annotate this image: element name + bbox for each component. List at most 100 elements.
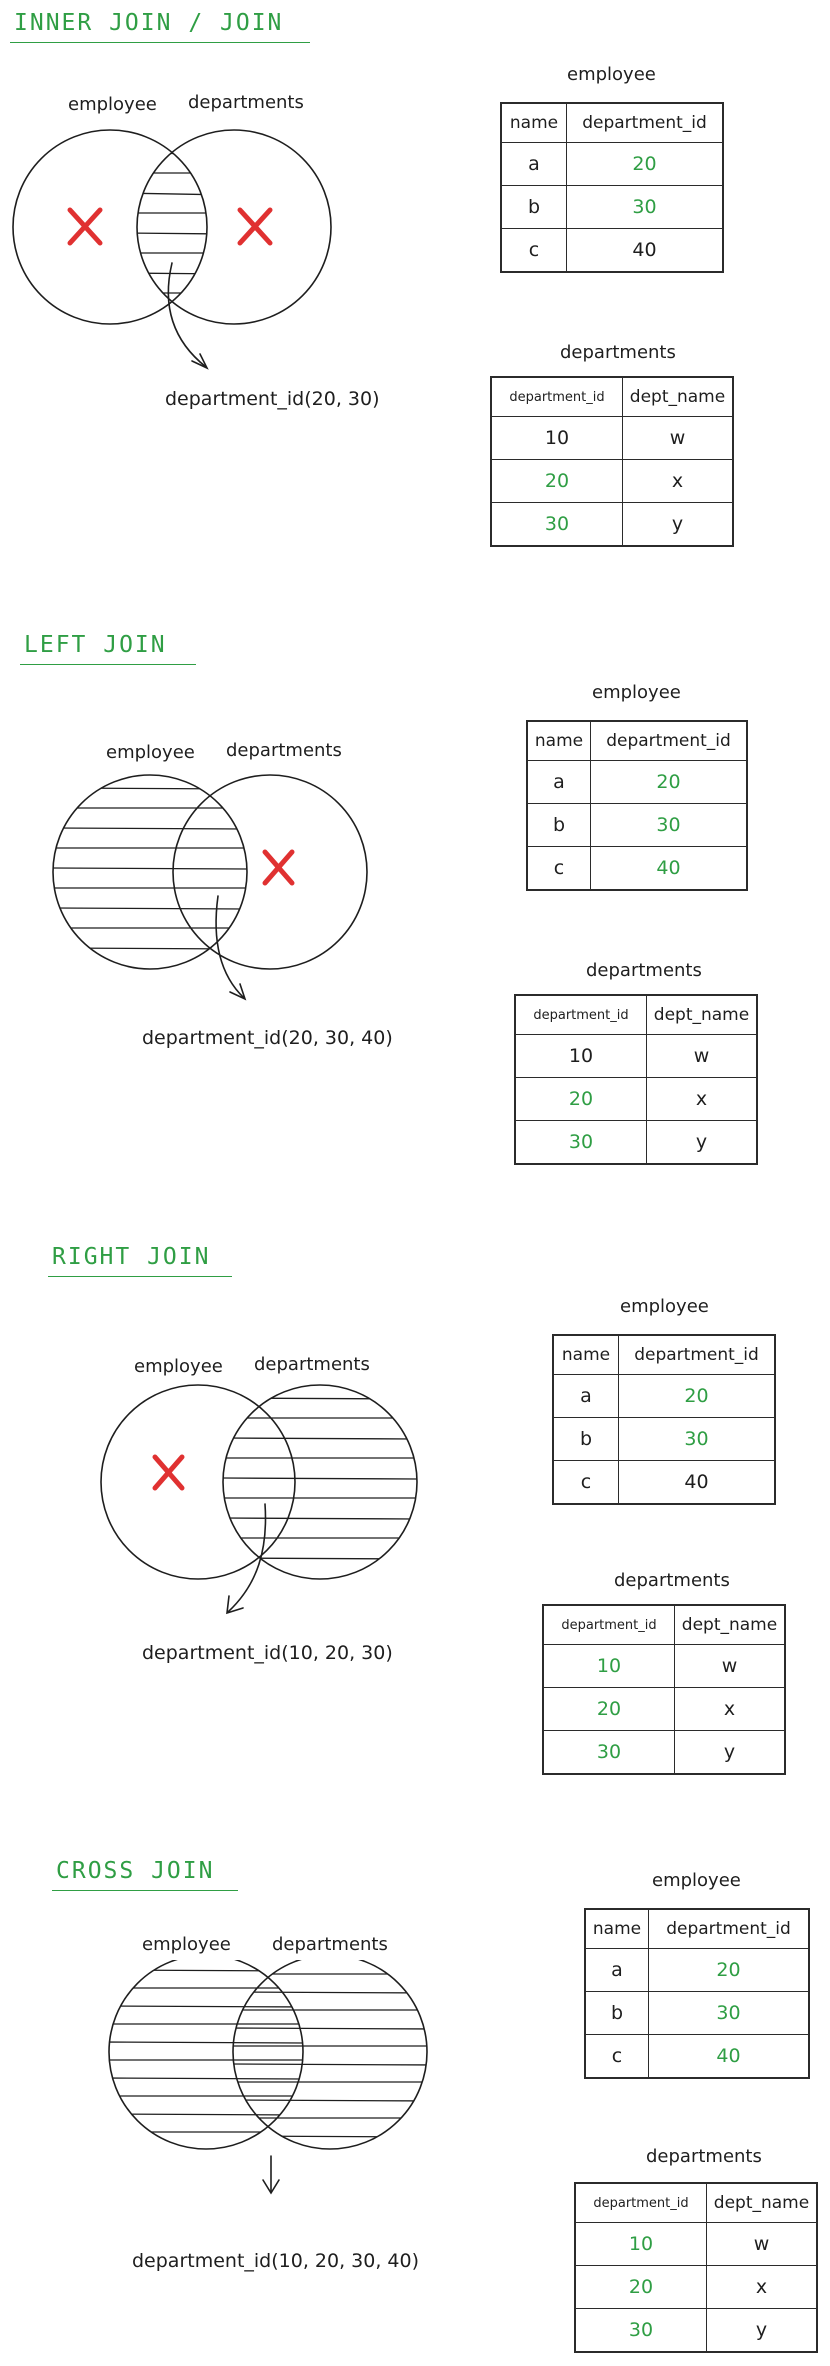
column-header: department_id	[590, 720, 748, 761]
cell: b	[552, 1417, 619, 1461]
column-header: dept_name	[674, 1604, 786, 1645]
cell: c	[500, 228, 567, 273]
cell: w	[706, 2222, 818, 2266]
cell: 40	[618, 1460, 776, 1505]
section-title: LEFT JOIN	[24, 632, 167, 658]
cross-icon	[67, 207, 103, 246]
column-header: name	[526, 720, 591, 761]
cell: w	[674, 1644, 786, 1688]
column-header: department_id	[514, 994, 647, 1035]
column-header: name	[584, 1908, 649, 1949]
departments-table-caption: departments	[614, 1570, 730, 1591]
result-text: department_id(10, 20, 30)	[142, 1642, 393, 1664]
cell: 20	[574, 2265, 707, 2309]
employee-circle	[108, 1960, 304, 2150]
cell: b	[526, 803, 591, 847]
cell: 30	[574, 2308, 707, 2353]
cell: y	[622, 502, 734, 547]
cross-icon	[152, 1454, 185, 1491]
column-header: department_id	[566, 102, 724, 143]
venn-right-label: departments	[188, 92, 304, 113]
employee-table-caption: employee	[567, 64, 656, 85]
right-join-section: RIGHT JOIN employee departments de	[0, 1210, 830, 1810]
result-text: department_id(10, 20, 30, 40)	[132, 2250, 420, 2272]
column-header: department_id	[618, 1334, 776, 1375]
cell: y	[706, 2308, 818, 2353]
venn-right-label: departments	[272, 1934, 388, 1955]
employee-table-caption: employee	[592, 682, 681, 703]
column-header: department_id	[574, 2182, 707, 2223]
cell: x	[622, 459, 734, 503]
cell: y	[674, 1730, 786, 1775]
title-underline	[48, 1276, 232, 1277]
inner-join-section: INNER JOIN / JOIN employee departments	[0, 0, 830, 600]
cell: c	[584, 2034, 649, 2079]
cell: 10	[542, 1644, 675, 1688]
arrow-icon	[167, 262, 209, 370]
venn-left-label: employee	[134, 1356, 223, 1377]
departments-circle	[136, 129, 332, 325]
column-header: department_id	[490, 376, 623, 417]
left-join-section: LEFT JOIN employee departments dep	[0, 600, 830, 1210]
employee-table-caption: employee	[652, 1870, 741, 1891]
cell: 20	[490, 459, 623, 503]
venn-right-label: departments	[254, 1354, 370, 1375]
section-title: CROSS JOIN	[56, 1858, 215, 1884]
cell: 30	[490, 502, 623, 547]
cross-icon	[237, 207, 273, 246]
cell: w	[646, 1034, 758, 1078]
cell: 20	[514, 1077, 647, 1121]
venn-left-label: employee	[68, 94, 157, 115]
right-circle-hatch	[223, 1397, 417, 1560]
cell: b	[500, 185, 567, 229]
cell: x	[706, 2265, 818, 2309]
arrow-icon	[262, 2155, 280, 2195]
column-header: name	[500, 102, 567, 143]
venn-left-label: employee	[106, 742, 195, 763]
title-underline	[20, 664, 196, 665]
departments-table-caption: departments	[560, 342, 676, 363]
cell: b	[584, 1991, 649, 2035]
cell: 30	[566, 185, 724, 229]
cell: y	[646, 1120, 758, 1165]
cell: 30	[514, 1120, 647, 1165]
cell: 30	[648, 1991, 810, 2035]
employee-circle	[52, 774, 248, 970]
cell: 20	[542, 1687, 675, 1731]
departments-table-caption: departments	[586, 960, 702, 981]
left-circle-hatch	[53, 787, 247, 950]
venn-diagram	[12, 129, 332, 370]
section-title: RIGHT JOIN	[52, 1244, 211, 1270]
venn-diagram	[108, 1960, 428, 2195]
cell: 20	[648, 1948, 810, 1992]
cell: a	[552, 1374, 619, 1418]
cell: a	[526, 760, 591, 804]
employee-circle	[12, 129, 208, 325]
cell: x	[674, 1687, 786, 1731]
cell: 20	[590, 760, 748, 804]
